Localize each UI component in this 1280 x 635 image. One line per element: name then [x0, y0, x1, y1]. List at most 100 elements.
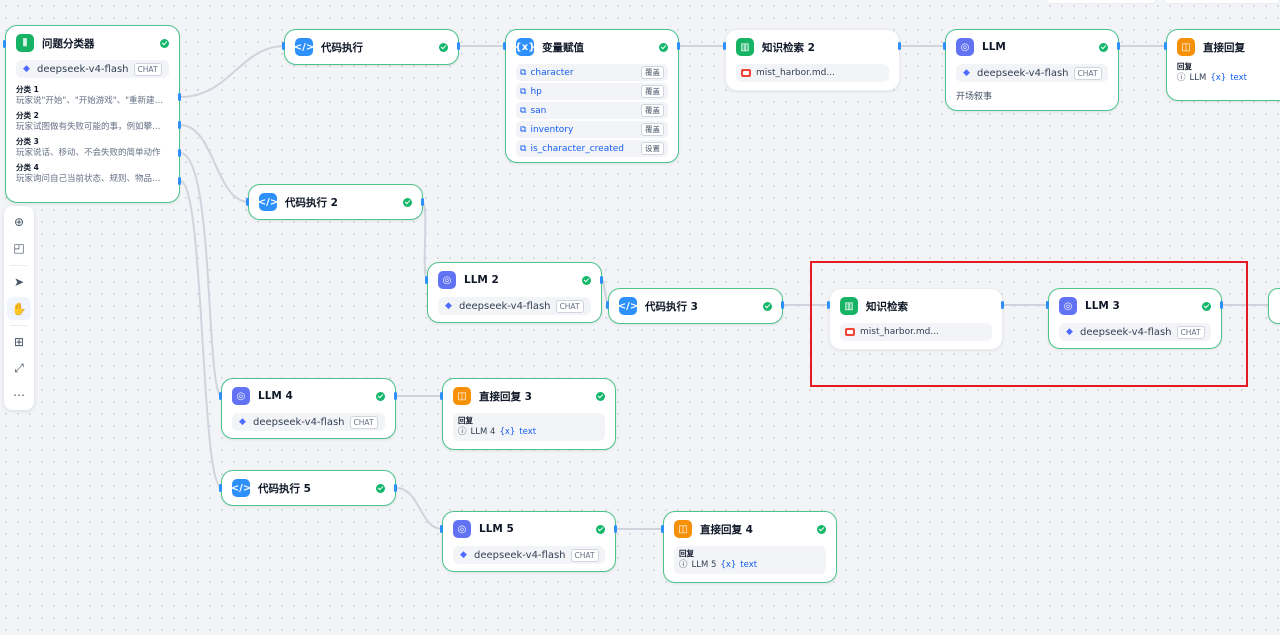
success-check-icon	[376, 391, 385, 401]
hand-icon[interactable]: ✋	[7, 296, 31, 321]
output-handle[interactable]	[1117, 42, 1120, 50]
variable-name: inventory	[530, 124, 574, 135]
input-handle[interactable]	[827, 301, 830, 309]
output-handle[interactable]	[178, 121, 181, 129]
knowledge-file[interactable]: mist_harbor.md...	[840, 323, 992, 341]
reply-value: ⓘ LLM {x} text	[1177, 72, 1280, 84]
reply-label: 回复	[458, 416, 473, 425]
output-handle[interactable]	[421, 198, 424, 206]
node-title: LLM	[982, 41, 1006, 53]
model-selector[interactable]: ◆ deepseek-v4-flash CHAT	[438, 297, 591, 315]
node-direct-reply[interactable]: ◫ 直接回复 回复 ⓘ LLM {x} text	[1166, 29, 1280, 101]
variable-row[interactable]: ⧉ inventory 覆盖	[516, 121, 668, 138]
note-icon[interactable]: ◰	[13, 241, 25, 256]
output-handle[interactable]	[457, 42, 460, 50]
model-selector[interactable]: ◆ deepseek-v4-flash CHAT	[16, 60, 169, 78]
toolbar-divider	[10, 325, 28, 327]
node-title: LLM 5	[479, 523, 514, 535]
node-llm-4[interactable]: ◎ LLM 4 ◆ deepseek-v4-flash CHAT	[221, 378, 396, 439]
pointer-icon[interactable]: ➤	[13, 274, 25, 289]
variable-row[interactable]: ⧉ is_character_created 设置	[516, 140, 668, 157]
output-handle[interactable]	[1220, 301, 1223, 309]
add-node-icon[interactable]: ⊕	[13, 214, 25, 229]
output-handle[interactable]	[781, 301, 784, 309]
output-handle[interactable]	[600, 276, 603, 284]
knowledge-book-icon: ▥	[736, 38, 754, 56]
class-label: 分类 3	[16, 137, 39, 146]
code-icon: </>	[258, 193, 278, 211]
reply-content: 回复 ⓘ LLM 5 {x} text	[674, 546, 826, 574]
node-llm-2[interactable]: ◎ LLM 2 ◆ deepseek-v4-flash CHAT	[427, 262, 602, 323]
node-code-execution[interactable]: </> 代码执行	[284, 29, 459, 65]
variable-row[interactable]: ⧉ character 覆盖	[516, 64, 668, 81]
variable-row[interactable]: ⧉ hp 覆盖	[516, 83, 668, 100]
fit-view-icon[interactable]: ⤢	[14, 361, 24, 376]
node-llm-3[interactable]: ◎ LLM 3 ◆ deepseek-v4-flash CHAT	[1048, 288, 1222, 349]
node-knowledge-retrieval[interactable]: ▥ 知识检索 mist_harbor.md...	[829, 288, 1003, 350]
node-direct-reply-4[interactable]: ◫ 直接回复 4 回复 ⓘ LLM 5 {x} text	[663, 511, 837, 583]
success-check-icon	[376, 483, 385, 493]
output-handle[interactable]	[677, 42, 680, 50]
input-handle[interactable]	[219, 392, 222, 400]
dataset-icon	[741, 69, 751, 77]
variable-row[interactable]: ⧉ san 覆盖	[516, 102, 668, 119]
input-handle[interactable]	[723, 42, 726, 50]
node-offscreen[interactable]	[1268, 288, 1280, 324]
output-handle[interactable]	[394, 484, 397, 492]
model-name: deepseek-v4-flash	[1080, 326, 1172, 338]
reply-content: 回复 ⓘ LLM 4 {x} text	[453, 413, 605, 441]
node-title: 变量赋值	[542, 41, 584, 54]
output-handle[interactable]	[394, 392, 397, 400]
node-code-execution-2[interactable]: </> 代码执行 2	[248, 184, 423, 220]
operation-badge: 覆盖	[641, 123, 664, 136]
model-selector[interactable]: ◆ deepseek-v4-flash CHAT	[453, 546, 605, 564]
success-check-icon	[160, 38, 169, 48]
node-llm-5[interactable]: ◎ LLM 5 ◆ deepseek-v4-flash CHAT	[442, 511, 616, 572]
variable-link-icon: ⧉	[520, 67, 527, 78]
node-code-execution-3[interactable]: </> 代码执行 3	[608, 288, 783, 324]
model-selector[interactable]: ◆ deepseek-v4-flash CHAT	[232, 413, 385, 431]
input-handle[interactable]	[1046, 301, 1049, 309]
reply-variable: text	[519, 427, 537, 437]
node-title: 代码执行	[321, 41, 363, 54]
success-check-icon	[763, 301, 772, 311]
node-llm[interactable]: ◎ LLM ◆ deepseek-v4-flash CHAT 开场叙事	[945, 29, 1119, 111]
output-handle[interactable]	[1001, 301, 1004, 309]
output-handle[interactable]	[178, 93, 181, 101]
node-question-classifier[interactable]: ⫴ 问题分类器 ◆ deepseek-v4-flash CHAT 分类 1 玩家…	[5, 25, 180, 203]
model-selector[interactable]: ◆ deepseek-v4-flash CHAT	[1059, 323, 1211, 341]
input-handle[interactable]	[282, 42, 285, 50]
chat-badge: CHAT	[555, 299, 584, 313]
operation-badge: 设置	[641, 142, 664, 155]
more-icon[interactable]: ⋯	[13, 388, 25, 403]
model-selector[interactable]: ◆ deepseek-v4-flash CHAT	[956, 64, 1108, 82]
input-handle[interactable]	[425, 276, 428, 284]
layout-icon[interactable]: ⊞	[13, 335, 25, 350]
input-handle[interactable]	[246, 198, 249, 206]
class-desc: 玩家试图做有失败可能的事，例如攀爬、战斗	[16, 122, 169, 132]
input-handle[interactable]	[661, 525, 664, 533]
node-direct-reply-3[interactable]: ◫ 直接回复 3 回复 ⓘ LLM 4 {x} text	[442, 378, 616, 450]
input-handle[interactable]	[503, 42, 506, 50]
input-handle[interactable]	[440, 392, 443, 400]
success-check-icon	[439, 42, 448, 52]
output-handle[interactable]	[898, 42, 901, 50]
knowledge-file[interactable]: mist_harbor.md...	[736, 64, 889, 82]
input-handle[interactable]	[606, 301, 609, 309]
node-code-execution-5[interactable]: </> 代码执行 5	[221, 470, 396, 506]
deepseek-logo-icon: ◆	[23, 64, 30, 74]
output-handle[interactable]	[178, 149, 181, 157]
llm-brain-icon: ◎	[956, 38, 974, 56]
output-handle[interactable]	[178, 177, 181, 185]
input-handle[interactable]	[1164, 42, 1167, 50]
edge-classifier-code1	[179, 45, 286, 98]
node-variable-assigner[interactable]: {x} 变量赋值 ⧉ character 覆盖 ⧉ hp 覆盖 ⧉ san 覆盖…	[505, 29, 679, 163]
input-handle[interactable]	[219, 484, 222, 492]
code-icon: </>	[231, 479, 251, 497]
node-knowledge-retrieval-2[interactable]: ▥ 知识检索 2 mist_harbor.md...	[725, 29, 900, 91]
input-handle[interactable]	[943, 42, 946, 50]
success-check-icon	[817, 524, 826, 534]
output-handle[interactable]	[614, 525, 617, 533]
input-handle[interactable]	[440, 525, 443, 533]
input-handle[interactable]	[3, 40, 6, 48]
